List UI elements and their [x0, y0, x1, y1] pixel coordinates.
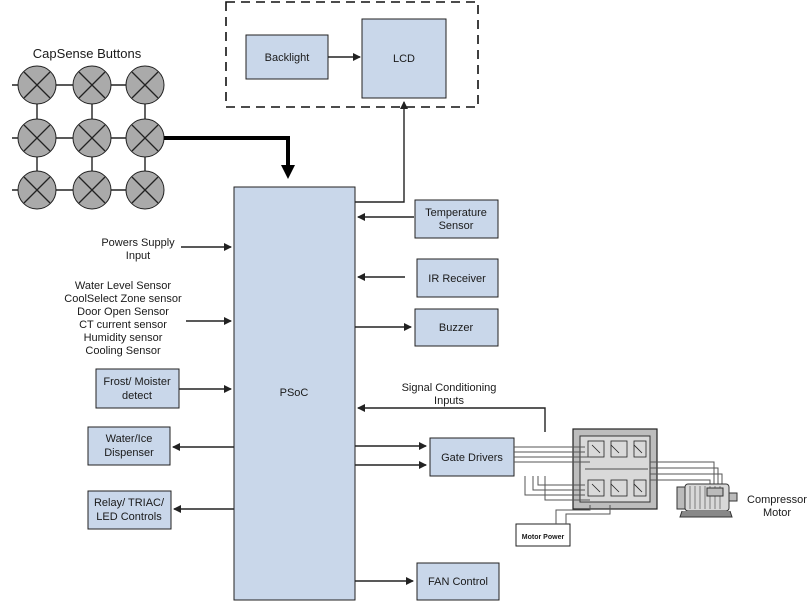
capsense-button-9[interactable] — [125, 170, 165, 210]
capsense-button-6[interactable] — [125, 118, 165, 158]
compressor-label-2: Motor — [763, 507, 791, 519]
capsense-to-psoc-arrow — [164, 136, 295, 179]
inverter-bridge — [572, 428, 658, 510]
capsense-title: CapSense Buttons — [33, 46, 142, 61]
capsense-grid — [12, 65, 165, 210]
psoc-label: PSoC — [280, 387, 309, 399]
power-supply-label-2: Input — [126, 250, 150, 262]
compressor-motor-icon — [676, 483, 738, 518]
fan-control-block[interactable] — [416, 562, 500, 601]
psoc-block[interactable] — [233, 186, 356, 601]
relay-label-2: LED Controls — [96, 511, 162, 523]
motor-power-block[interactable] — [515, 523, 571, 547]
lcd-group-border — [225, 1, 479, 108]
gate-drivers-label: Gate Drivers — [441, 452, 503, 464]
capsense-button-7[interactable] — [17, 170, 57, 210]
backlight-label: Backlight — [265, 52, 310, 64]
sensor-label-5: Humidity sensor — [84, 332, 163, 344]
lcd-block[interactable] — [361, 18, 447, 99]
sensor-label-3: Door Open Sensor — [77, 306, 169, 318]
sensor-label-6: Cooling Sensor — [85, 345, 161, 357]
fan-control-label: FAN Control — [428, 576, 488, 588]
water-ice-dispenser-block[interactable] — [87, 426, 171, 466]
frost-detect-block[interactable] — [95, 368, 180, 409]
temperature-label-1: Temperature — [425, 207, 487, 219]
capsense-button-4[interactable] — [17, 118, 57, 158]
buzzer-label: Buzzer — [439, 322, 474, 334]
capsense-button-1[interactable] — [17, 65, 57, 105]
capsense-button-5[interactable] — [72, 118, 112, 158]
motor-power-label: Motor Power — [522, 534, 565, 541]
gate-drivers-block[interactable] — [429, 437, 515, 477]
compressor-label-1: Compressor — [747, 494, 807, 506]
signal-conditioning-label-1: Signal Conditioning — [402, 382, 497, 394]
sensor-list: Water Level Sensor CoolSelect Zone senso… — [64, 280, 182, 357]
signal-conditioning-label-2: Inputs — [434, 395, 464, 407]
sensor-label-2: CoolSelect Zone sensor — [64, 293, 182, 305]
power-supply-label-1: Powers Supply — [101, 237, 175, 249]
water-ice-label-2: Dispenser — [104, 447, 154, 459]
sensor-label-4: CT current sensor — [79, 319, 167, 331]
ir-receiver-block[interactable] — [416, 258, 499, 298]
water-ice-label-1: Water/Ice — [106, 433, 153, 445]
ir-receiver-label: IR Receiver — [428, 273, 486, 285]
temperature-label-2: Sensor — [439, 220, 474, 232]
frost-label-1: Frost/ Moister — [103, 376, 171, 388]
buzzer-block[interactable] — [414, 308, 499, 347]
sensor-label-1: Water Level Sensor — [75, 280, 172, 292]
frost-label-2: detect — [122, 390, 152, 402]
relay-triac-led-block[interactable] — [87, 490, 172, 530]
capsense-button-2[interactable] — [72, 65, 112, 105]
relay-label-1: Relay/ TRIAC/ — [94, 497, 165, 509]
capsense-button-8[interactable] — [72, 170, 112, 210]
lcd-label: LCD — [393, 53, 415, 65]
capsense-button-3[interactable] — [125, 65, 165, 105]
bridge-wires — [514, 446, 590, 501]
temperature-sensor-block[interactable] — [414, 199, 499, 239]
